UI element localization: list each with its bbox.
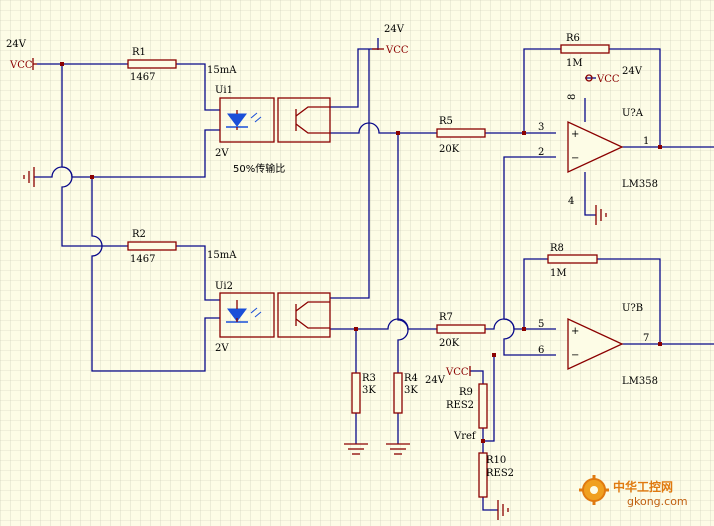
vcc-label-opamp-a: VCC bbox=[596, 74, 620, 85]
resistor-r6 bbox=[560, 44, 610, 54]
opamp-a-part: LM358 bbox=[622, 179, 658, 190]
r4-name: R4 bbox=[404, 373, 418, 384]
r10-name: R10 bbox=[486, 455, 506, 466]
vcc-label-top: VCC bbox=[385, 45, 409, 56]
opto-ui2-voltage: 2V bbox=[215, 343, 229, 354]
opamp-a-pin4: 4 bbox=[568, 196, 574, 207]
opamp-a-designator: U?A bbox=[622, 108, 644, 119]
r3-name: R3 bbox=[362, 373, 376, 384]
resistor-r7 bbox=[436, 324, 486, 334]
resistor-r3 bbox=[351, 372, 361, 414]
vref-label: Vref bbox=[453, 431, 477, 442]
ctr-note: 50%传输比 bbox=[233, 162, 285, 175]
watermark-url: gkong.com bbox=[627, 495, 688, 508]
wires bbox=[34, 38, 714, 511]
current-label-1: 15mA bbox=[207, 65, 237, 76]
r5-name: R5 bbox=[439, 116, 453, 127]
opamp-b-designator: U?B bbox=[622, 303, 643, 314]
opamp-a bbox=[567, 120, 624, 174]
vcc-label-left: VCC bbox=[9, 60, 33, 71]
opamp-a-plus: + bbox=[571, 129, 579, 140]
resistor-r8 bbox=[547, 254, 598, 264]
opto-ui2-name: Ui2 bbox=[215, 281, 233, 292]
ground-symbol-r10 bbox=[497, 500, 509, 520]
r9-name: R9 bbox=[459, 387, 473, 398]
opamp-b bbox=[567, 317, 624, 371]
voltage-label-opamp-a: 24V bbox=[622, 66, 643, 77]
voltage-label-top: 24V bbox=[384, 24, 405, 35]
ground-symbol-r4 bbox=[386, 443, 410, 455]
opamp-b-pin5: 5 bbox=[538, 319, 544, 330]
r1-value: 1467 bbox=[130, 72, 155, 83]
ground-symbol-left bbox=[23, 167, 35, 187]
r8-value: 1M bbox=[550, 268, 567, 279]
optocoupler-ui1 bbox=[219, 97, 331, 143]
r2-name: R2 bbox=[132, 229, 146, 240]
gkong-logo bbox=[579, 475, 609, 505]
vcc-pin-opamp-a bbox=[585, 74, 593, 82]
r10-value: RES2 bbox=[486, 468, 514, 479]
opamp-a-pin1: 1 bbox=[643, 136, 649, 147]
opamp-a-pin2: 2 bbox=[538, 147, 544, 158]
resistor-r10 bbox=[478, 452, 488, 498]
opamp-a-minus: − bbox=[571, 153, 579, 164]
r8-name: R8 bbox=[550, 243, 564, 254]
r6-value: 1M bbox=[566, 58, 583, 69]
r2-value: 1467 bbox=[130, 254, 155, 265]
ground-symbol-opamp-a bbox=[595, 205, 607, 225]
vcc-label-vref: VCC bbox=[445, 367, 469, 378]
opamp-b-part: LM358 bbox=[622, 376, 658, 387]
r6-name: R6 bbox=[566, 33, 580, 44]
ground-symbol-r3 bbox=[344, 443, 368, 455]
opto-ui1-name: Ui1 bbox=[215, 85, 233, 96]
voltage-label-left: 24V bbox=[6, 39, 27, 50]
resistor-r1 bbox=[127, 59, 177, 69]
r9-value: RES2 bbox=[446, 400, 474, 411]
r7-name: R7 bbox=[439, 312, 453, 323]
resistor-r5 bbox=[436, 128, 486, 138]
r1-name: R1 bbox=[132, 47, 146, 58]
opamp-a-pin8: 8 bbox=[567, 94, 578, 100]
opto-ui1-voltage: 2V bbox=[215, 148, 229, 159]
r7-value: 20K bbox=[439, 338, 460, 349]
r4-value: 3K bbox=[404, 385, 418, 396]
r5-value: 20K bbox=[439, 144, 460, 155]
opamp-b-pin6: 6 bbox=[538, 345, 544, 356]
resistor-r9 bbox=[478, 383, 488, 429]
current-label-2: 15mA bbox=[207, 250, 237, 261]
opamp-b-pin7: 7 bbox=[643, 333, 649, 344]
resistor-r4 bbox=[393, 372, 403, 414]
junctions bbox=[60, 62, 662, 443]
resistor-r2 bbox=[127, 241, 177, 251]
opamp-b-plus: + bbox=[571, 326, 579, 337]
optocoupler-ui2 bbox=[219, 292, 331, 338]
watermark-brand: 中华工控网 bbox=[613, 479, 673, 494]
opamp-b-minus: − bbox=[571, 350, 579, 361]
voltage-label-vref: 24V bbox=[425, 375, 446, 386]
opamp-a-pin3: 3 bbox=[538, 122, 544, 133]
r3-value: 3K bbox=[362, 385, 376, 396]
vcc-power-left bbox=[32, 58, 37, 70]
